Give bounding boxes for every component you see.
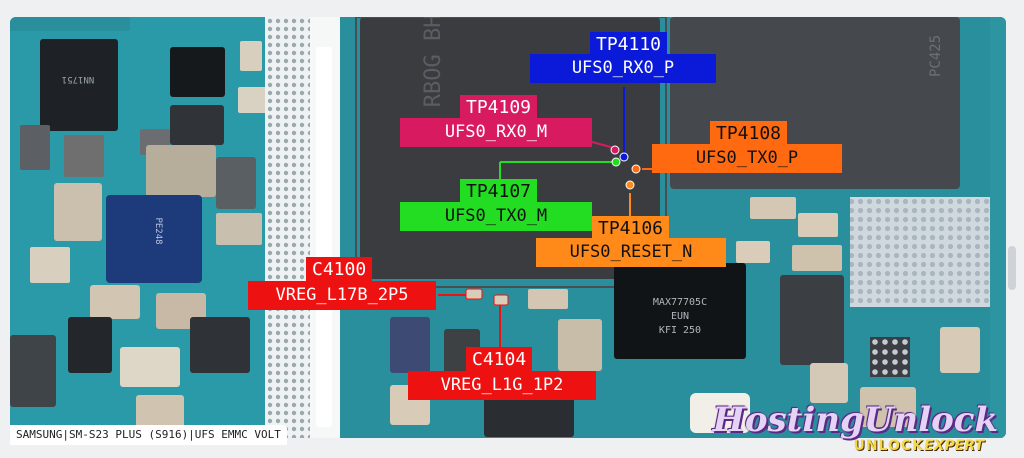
c4104-net-label: VREG_L1G_1P2 (408, 371, 596, 400)
pcb-board-image: NN1751 PE248 (10, 17, 1006, 438)
ic-left-mid-marking: PE248 (153, 217, 163, 244)
tp4108-net-label: UFS0_TX0_P (652, 144, 842, 173)
c4104-id-label: C4104 (466, 347, 533, 373)
ic-left-mid (106, 195, 202, 283)
ic-left-top (40, 39, 118, 131)
tp4107-id-label: TP4107 (460, 179, 538, 205)
c4100-net-label: VREG_L17B_2P5 (248, 281, 436, 310)
tp4108-id-label: TP4108 (710, 121, 788, 147)
ic-right-marking: PC425 (928, 35, 944, 77)
tp4110-id-label: TP4110 (590, 32, 668, 58)
pmic-marking-3: KFI 250 (659, 325, 701, 336)
tp4109-id-label: TP4109 (460, 95, 538, 121)
tp4106-id-label: TP4106 (592, 216, 670, 242)
scrollbar-thumb[interactable] (1008, 246, 1016, 290)
ic-left-top-marking: NN1751 (62, 74, 95, 84)
tp4107-net-label: UFS0_TX0_M (400, 202, 592, 231)
image-viewer[interactable]: NN1751 PE248 (10, 17, 1006, 438)
tp4106-net-label: UFS0_RESET_N (536, 238, 726, 267)
tp4110-net-label: UFS0_RX0_P (530, 54, 716, 83)
device-caption: SAMSUNG|SM-S23 PLUS (S916)|UFS EMMC VOLT (10, 425, 287, 445)
c4100-id-label: C4100 (306, 257, 373, 283)
pmic-marking-1: MAX77705C (653, 297, 707, 308)
pmic-chip (614, 263, 746, 359)
brand-tag-unlock: UNLOCK (853, 438, 924, 454)
brand-tag-expert: EXPERT (924, 438, 984, 454)
brand-logo: HostingUnlock UNLOCK EXPERT (708, 400, 1008, 456)
brand-name: HostingUnlock (712, 400, 998, 440)
pmic-marking-2: EUN (671, 311, 689, 322)
tp4109-net-label: UFS0_RX0_M (400, 118, 592, 147)
